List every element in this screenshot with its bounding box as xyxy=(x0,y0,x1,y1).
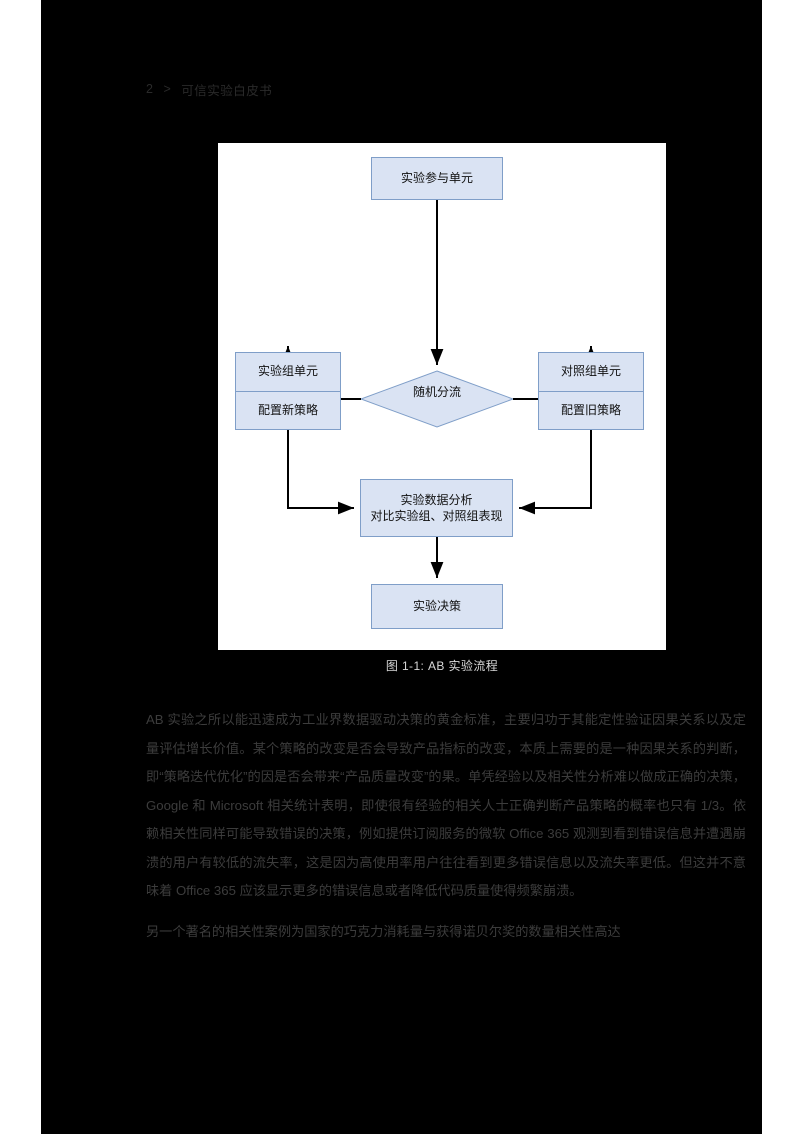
connector-control-to-analysis xyxy=(519,430,592,515)
body-text: AB 实验之所以能迅速成为工业界数据驱动决策的黄金标准，主要归功于其能定性验证因… xyxy=(146,706,746,946)
figure-caption: 图 1-1: AB 实验流程 xyxy=(385,659,499,673)
node-control-config-label: 配置旧策略 xyxy=(539,391,643,430)
node-experiment-participant-unit[interactable]: 实验参与单元 xyxy=(371,157,503,200)
node-treatment-group[interactable]: 实验组单元 配置新策略 xyxy=(235,352,341,430)
node-treatment-unit-label: 实验组单元 xyxy=(257,364,318,379)
node-data-analysis[interactable]: 实验数据分析 对比实验组、对照组表现 xyxy=(360,479,513,537)
header-chapter-number: 2 xyxy=(146,82,154,96)
running-header: 2 > 可信实验白皮书 xyxy=(146,80,272,98)
document-page: 2 > 可信实验白皮书 xyxy=(41,0,762,1134)
node-control-unit-label: 对照组单元 xyxy=(560,364,621,379)
paragraph-2: 另一个著名的相关性案例为国家的巧克力消耗量与获得诺贝尔奖的数量相关性高达 xyxy=(146,923,621,939)
header-title: 可信实验白皮书 xyxy=(181,83,273,98)
node-experiment-decision[interactable]: 实验决策 xyxy=(371,584,503,629)
connector-treatment-to-analysis xyxy=(287,430,354,515)
node-analysis-line-1: 实验数据分析 xyxy=(400,492,473,507)
node-analysis-line-2: 对比实验组、对照组表现 xyxy=(370,509,503,523)
node-control-group[interactable]: 对照组单元 配置旧策略 xyxy=(538,352,644,430)
paragraph-1: AB 实验之所以能迅速成为工业界数据驱动决策的黄金标准，主要归功于其能定性验证因… xyxy=(146,712,746,898)
figure-ab-experiment-flow: 实验参与单元 随机分流 实验组单元 配置新策略 对照组单元 配置旧策略 实验数据… xyxy=(218,143,666,650)
random-split-diamond xyxy=(359,370,515,428)
breadcrumb-separator-icon: > xyxy=(163,82,172,96)
node-treatment-config-label: 配置新策略 xyxy=(236,391,340,430)
